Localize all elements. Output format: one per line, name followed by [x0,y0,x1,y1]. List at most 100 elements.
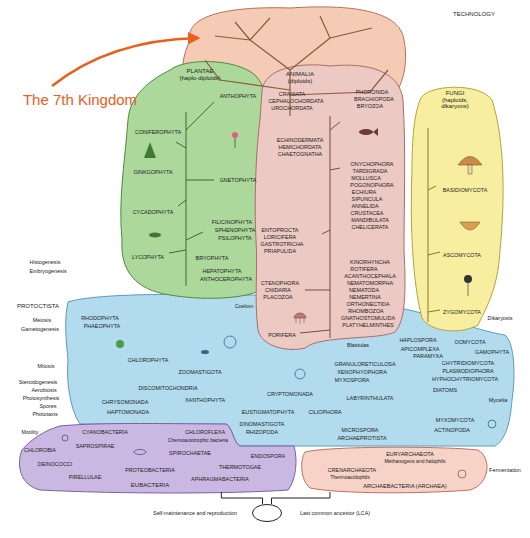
kingdom-shape [253,505,282,522]
text-holder: NEMERTINA [349,294,381,300]
annotation-label: Blastulas [347,342,369,348]
text-holder: BRACHIOPODA [354,96,394,102]
phylum-name: PSILOPHYTA [218,235,251,241]
phylum-name: DEINOCOCCI [38,461,72,467]
phylum-name: PORIFERA [268,332,296,338]
text-holder: THERMOTOGAE [219,464,261,470]
kingdom-heading: TECHNOLOGY [453,11,495,18]
text-holder: Photosynthesis [23,395,60,401]
phylum-name: ARCHAEBACTERIA (ARCHAEA) [363,483,446,489]
phylum-name: GNATHOSTOMULIDA [341,315,395,321]
annotation-label: Mycelia [489,397,507,403]
annotation-label: Aerobiosis [31,387,56,393]
text-holder: PLASMODIOPHORA [442,368,493,374]
text-holder: PHORONIDA [356,89,389,95]
kingdom-shape [19,424,296,494]
text-holder: Spores [39,403,56,409]
phylum-name: APHRAGMABACTERIA [191,476,249,482]
phylum-name: PLACOZOA [263,294,292,300]
text-holder: CEPHALOCHORDATA [268,98,323,104]
text-holder: CRUSTACEA [351,210,384,216]
phylum-name: ONYCHOPHORA [351,161,394,167]
text-holder: Fermentation [489,467,521,473]
annotation-label: Dikaryosis [488,315,513,321]
text-holder: NEMATOMORPHA [347,280,393,286]
annotation-label: Photosynthesis [23,395,60,401]
phylum-name: BRYOZOA [357,103,383,109]
text-holder: Histogenesis [30,259,61,265]
callout-arrow [52,38,198,86]
phylum-name: HAPLOSPORA [399,337,436,343]
text-holder: ASCOMYCOTA [443,252,481,258]
text-holder: PRIAPULIDA [264,248,296,254]
fern-leaf-icon [149,233,161,238]
sporangium-stalk [468,283,469,296]
text-holder: TECHNOLOGY [453,11,495,18]
kingdom-heading: ANIMALIA (diploids) [280,71,320,85]
text-holder: ROTIFERA [350,266,377,272]
phylum-name: GAMOPHYTA [475,349,509,355]
phylum-name: ROTIFERA [350,266,377,272]
annotation-label: Coelom [235,303,254,309]
text-holder: DINOMASTIGOTA [240,421,285,427]
text-holder: The 7th Kingdom [23,91,137,108]
phylum-name: MYXOMYCOTA [436,417,475,423]
archaebacteria-kingdom: EURYARCHAEOTAMethanogens and halophilsCR… [298,444,494,492]
kingdom-shape [411,87,503,331]
text-holder: Chemoautotrophic bacteria [168,438,228,444]
phylum-name: Thermoacidophils [330,475,369,481]
cup-fungus-icon [460,222,480,230]
phylum-name: PLASMODIOPHORA [442,368,493,374]
text-holder: CYANOBACTERIA [82,429,128,435]
phylum-name: DIATOMS [433,387,457,393]
phylum-name: Methanogens and halophils [384,459,445,465]
phylum-name: CYCADOPHYTA [133,209,174,215]
mushroom-icon [458,157,482,166]
text-holder: CTENOPHORA [261,280,299,286]
phylum-name: CNIDARIA [265,287,291,293]
phylum-name: SPHENOPHYTA [215,227,255,233]
text-holder: APHRAGMABACTERIA [191,476,249,482]
phylum-name: ECHIURA [352,189,376,195]
text-holder: PLATYHELMINTHES [342,322,393,328]
phylum-name: CHLOROFLEXA [185,429,225,435]
text-holder: PROTEOBACTERIA [125,467,175,473]
text-holder: MANDIBULATA [351,217,389,223]
phylum-name: SPIROCHAETAE [169,450,211,456]
phylum-name: HEPATOPHYTA [203,268,242,274]
phylum-name: EUSTIGMATOPHYTA [242,409,295,415]
text-holder: CHRYSOMONADA [102,399,149,405]
text-holder: PIRELLULAE [69,474,102,480]
phylum-name: ENTOPROCTA [262,227,299,233]
text-holder: PARAMYXA [413,353,443,359]
text-holder: CHLOROFLEXA [185,429,225,435]
phylum-name: CYANOBACTERIA [82,429,128,435]
phylum-name: Last common ancestor (LCA) [300,510,370,516]
annotation-label: Gametogenesis [21,326,59,332]
phylum-name: MYXOSPORA [335,377,370,383]
annotation-label: Steroidogenesis [19,379,58,385]
text-holder: CRANIATA [279,91,305,97]
text-holder: HYPHOCHYTRIOMYCOTA [432,376,498,382]
phylum-name: ZOOMASTIGOTA [178,369,221,375]
conifer-icon [144,142,156,158]
text-holder: BASIDIOMYCOTA [443,187,488,193]
plantae-kingdom: PLANTAE (haplo-diploids)ANTHOPHYTACONIFE… [116,54,278,304]
text-holder: BRYOPHYTA [196,255,229,261]
phylum-name: EUBACTERIA [131,482,169,489]
phylum-name: PROTEOBACTERIA [125,467,175,473]
text-holder: Phototaxis [32,411,57,417]
text-holder: MYXOMYCOTA [436,417,475,423]
annotation-label: Fermentation [489,467,521,473]
text-holder: Steroidogenesis [19,379,58,385]
annotation-label: Phototaxis [32,411,57,417]
phylum-name: ANNELIDA [352,203,379,209]
plant-tree [169,102,214,286]
text-holder: CHLOROBIA [24,447,56,453]
text-holder: HAPLOSPORA [399,337,436,343]
text-holder: Motility [22,429,39,435]
phylum-name: APICOMPLEXA [401,346,440,352]
text-holder: RHODOPHYTA [81,315,119,321]
text-holder: Methanogens and halophils [384,459,445,465]
text-holder: PROTOCTISTA [17,303,59,310]
